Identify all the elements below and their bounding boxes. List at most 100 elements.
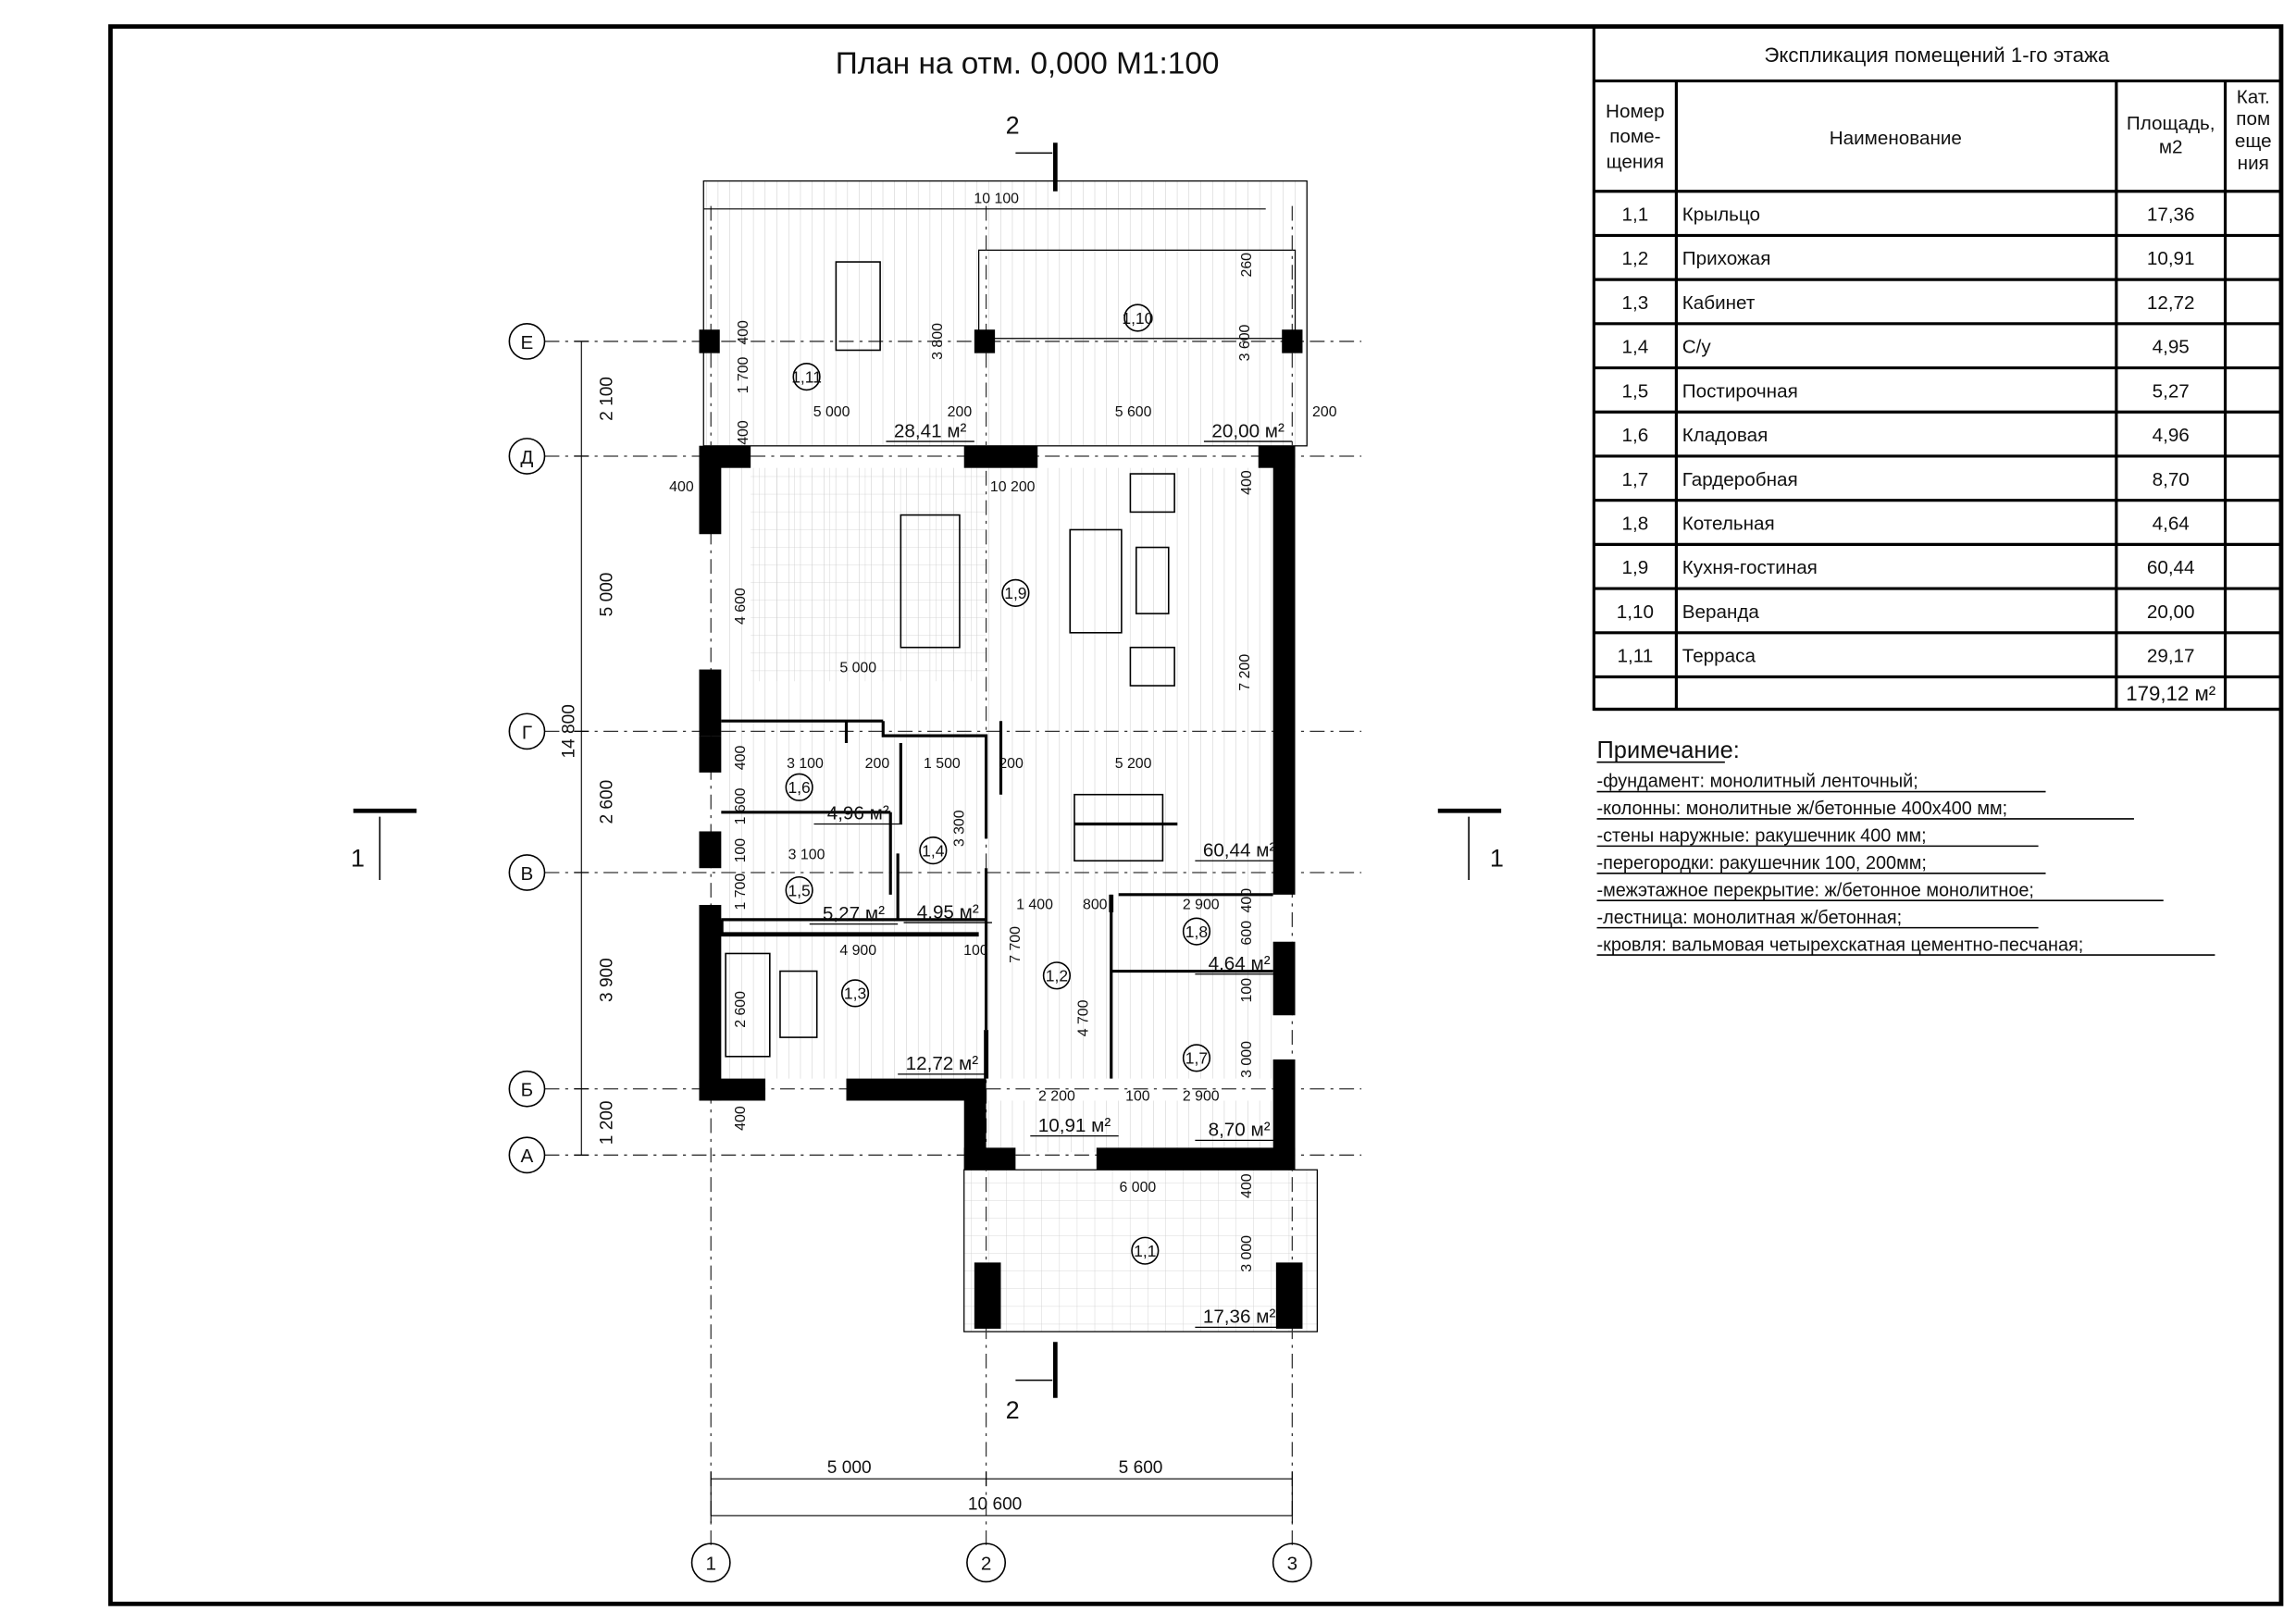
room-tag-circle	[840, 979, 870, 1008]
dimension-label: 4 700	[1075, 999, 1091, 1036]
sheet-frame	[108, 24, 2284, 1606]
table-row: 1,9 Кухня-гостиная 60,44	[1621, 557, 2194, 578]
table-title: Экспликация помещений 1-го этажа	[1764, 43, 2109, 67]
dimension-chain-label: 2 100	[598, 377, 617, 421]
dimension-label: 400	[1239, 470, 1255, 495]
dimension-label: 600	[1239, 921, 1255, 946]
room-area-label: 17,36 м²	[1203, 1307, 1276, 1328]
room-area-label: 20,00 м²	[1211, 420, 1285, 441]
room-tag: 1,1	[1134, 1242, 1156, 1260]
room-area-label: 8,70 м²	[1209, 1120, 1271, 1141]
column-header-area: м2	[2159, 136, 2183, 157]
section-label-top: 2	[1006, 112, 1020, 140]
room-tag-circle	[792, 362, 821, 391]
dimension-chain-label: 5 000	[598, 573, 617, 617]
axis-label-v: В	[521, 863, 534, 885]
room-area-label: 4,64 м²	[1209, 953, 1271, 974]
room-number-cell: 1,5	[1621, 380, 1648, 402]
room-area-cell: 60,44	[2147, 557, 2195, 578]
room-schedule-table: Экспликация помещений 1-го этажаНомерпом…	[1592, 25, 2283, 712]
room-tag: 1,3	[844, 985, 866, 1003]
column-header-category: Кат.	[2237, 86, 2270, 107]
room-area-cell: 12,72	[2147, 292, 2195, 314]
column-header-name: Наименование	[1830, 128, 1962, 149]
note-item: -колонны: монолитные ж/бетонные 400х400 …	[1597, 799, 2008, 819]
dimension-label: 10 200	[990, 479, 1036, 495]
room-area-cell: 8,70	[2153, 469, 2190, 490]
dimension-label: 200	[999, 756, 1024, 772]
room-name-cell: Кухня-гостиная	[1682, 557, 1818, 578]
room-tag: 1,9	[1004, 584, 1026, 602]
room-number-cell: 1,7	[1621, 469, 1648, 490]
room-tag: 1,7	[1185, 1049, 1208, 1068]
room-name-cell: С/у	[1682, 337, 1712, 358]
room-area-cell: 29,17	[2147, 646, 2195, 667]
section-marks: 2 2 1 1	[351, 112, 1504, 1424]
dimension-label: 400	[736, 420, 751, 445]
room-area-cell: 4,96	[2153, 425, 2190, 446]
dimension-label: 3 000	[1239, 1235, 1255, 1272]
notes-title: Примечание:	[1597, 737, 1740, 763]
dimension-label: 800	[1083, 898, 1108, 913]
room-area-cell: 5,27	[2153, 380, 2190, 402]
dimension-label: 400	[1239, 888, 1255, 913]
room-number-cell: 1,8	[1621, 513, 1648, 534]
room-area-label: 60,44 м²	[1203, 840, 1276, 861]
axis-label-g: Г	[522, 722, 532, 743]
column-header-category: ния	[2238, 153, 2269, 174]
dimension-chain-label: 2 600	[598, 780, 617, 824]
floor-hatching	[702, 180, 1319, 1332]
room-area-label: 5,27 м²	[823, 903, 885, 924]
note-item: -кровля: вальмовая четырехскатная цемент…	[1597, 935, 2084, 955]
dimension-label: 3 100	[787, 756, 824, 772]
room-name-cell: Прихожая	[1682, 248, 1771, 269]
room-number-cell: 1,1	[1621, 204, 1648, 226]
room-area-label: 10,91 м²	[1038, 1115, 1111, 1136]
dimension-label: 200	[865, 756, 890, 772]
axis-label-2: 2	[981, 1554, 992, 1575]
room-tag-circle	[1131, 1236, 1160, 1265]
room-tag-circle	[785, 773, 813, 801]
room-area-label: 28,41 м²	[894, 420, 967, 441]
axis-label-d: Д	[520, 447, 533, 468]
room-number-cell: 1,6	[1621, 425, 1648, 446]
room-tag: 1,6	[788, 778, 810, 797]
note-item: -лестница: монолитная ж/бетонная;	[1597, 908, 1903, 928]
room-number-cell: 1,11	[1618, 646, 1654, 667]
room-tag-circle	[1182, 1044, 1211, 1072]
dimension-label: 2 600	[733, 991, 749, 1028]
dimension-label: 7 200	[1237, 654, 1253, 691]
room-tag-circle	[1001, 578, 1030, 607]
room-number-cell: 1,9	[1621, 557, 1648, 578]
axis-label-a: А	[521, 1146, 534, 1167]
column-header-number: Номер	[1606, 101, 1665, 122]
dimension-label: 100	[733, 838, 749, 863]
dimension-label: 400	[733, 1106, 749, 1131]
dimension-label: 2 900	[1183, 1088, 1220, 1104]
dimension-label: 1 600	[733, 787, 749, 824]
dimension-label: 200	[948, 404, 973, 420]
dimension-label: 10 100	[974, 191, 1019, 206]
dimension-chain-label: 5 600	[1119, 1458, 1163, 1478]
dimension-label: 2 900	[1183, 898, 1220, 913]
room-tag-circle	[1042, 961, 1072, 990]
dimension-chain-label: 3 900	[598, 958, 617, 1002]
dimension-chain-label: 14 800	[559, 704, 578, 758]
dimension-label: 2 200	[1038, 1088, 1075, 1104]
dimension-label: 4 600	[733, 588, 749, 625]
section-label-left: 1	[351, 845, 365, 873]
room-tag: 1,8	[1185, 923, 1208, 941]
room-number-cell: 1,2	[1621, 248, 1648, 269]
exterior-walls	[699, 329, 1303, 1329]
room-tag: 1,11	[791, 367, 822, 386]
room-tag-circle	[1182, 917, 1211, 946]
dimension-label: 5 600	[1115, 404, 1152, 420]
room-number-cell: 1,3	[1621, 292, 1648, 314]
